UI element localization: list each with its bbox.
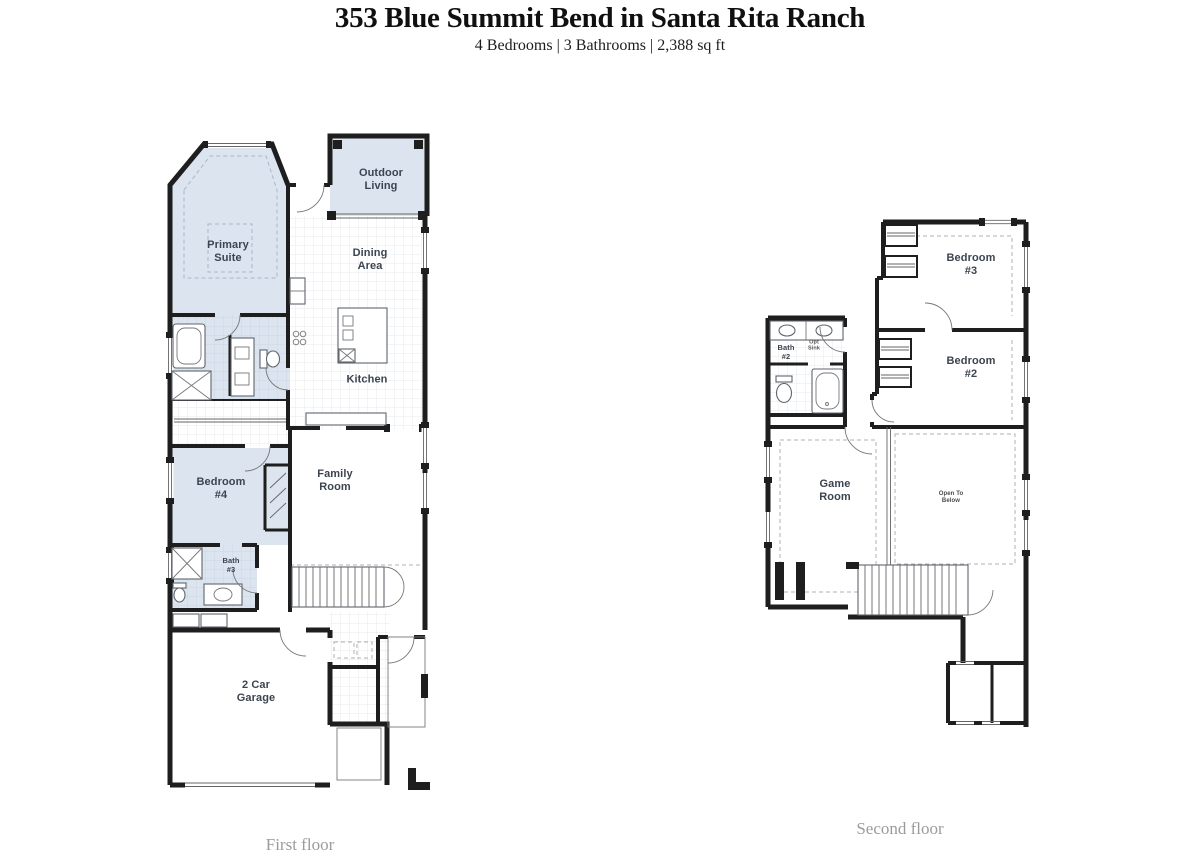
range <box>289 277 307 346</box>
window <box>1022 474 1030 516</box>
room-label-primary-suite: Primary Suite <box>207 239 249 264</box>
room-label-family-room: Family Room <box>317 468 353 493</box>
second-floor-plan <box>764 218 1030 727</box>
room-label-open-to-below: Open To Below <box>938 490 964 504</box>
bathtub <box>811 368 844 414</box>
stairs <box>846 562 994 616</box>
primary-closet-area <box>170 400 290 446</box>
shower <box>171 370 212 401</box>
window <box>764 441 772 483</box>
toilet <box>172 582 187 603</box>
room-label-bedroom-3: Bedroom #3 <box>946 252 996 277</box>
room-label-opt-sink: Opt Sink <box>807 339 820 352</box>
outdoor-living-area <box>330 136 427 216</box>
room-label-outdoor-living: Outdoor Living <box>358 167 404 192</box>
double-sink-counter <box>769 320 844 341</box>
room-label-dining-area: Dining Area <box>352 247 388 272</box>
primary-suite-area <box>170 144 288 315</box>
laundry-unit <box>200 613 228 628</box>
laundry-unit <box>172 613 200 628</box>
window <box>764 512 772 548</box>
second-floor-caption: Second floor <box>856 819 944 838</box>
page-title: 353 Blue Summit Bend in Santa Rita Ranch <box>334 2 866 34</box>
window <box>421 473 429 514</box>
window <box>979 218 1017 226</box>
room-label-bedroom-2: Bedroom #2 <box>946 355 996 380</box>
shower <box>171 547 203 580</box>
sink <box>203 583 243 606</box>
porch-step <box>336 727 382 781</box>
toilet <box>259 349 281 369</box>
room-label-bedroom-4: Bedroom #4 <box>196 476 246 501</box>
window <box>421 422 429 469</box>
window <box>421 227 429 274</box>
room-label-game-room: Game Room <box>819 478 851 503</box>
page-header: 353 Blue Summit Bend in Santa Rita Ranch… <box>0 2 1200 55</box>
bathtub <box>172 323 206 369</box>
window <box>1022 356 1030 403</box>
toilet <box>775 375 793 404</box>
kitchen-counter <box>305 412 387 426</box>
room-label-garage: 2 Car Garage <box>236 679 276 704</box>
double-vanity <box>230 337 255 397</box>
window <box>1022 520 1030 556</box>
room-label-bath-2: Bath #2 <box>777 343 795 361</box>
first-floor-caption: First floor <box>265 835 335 850</box>
window <box>1022 241 1030 293</box>
first-floor-plan <box>166 133 430 790</box>
room-label-bath-3: Bath #3 <box>222 556 240 574</box>
kitchen-island <box>337 307 388 364</box>
stairs <box>291 566 405 608</box>
page-subtitle: 4 Bedrooms | 3 Bathrooms | 2,388 sq ft <box>474 37 726 55</box>
window <box>166 457 174 504</box>
window <box>166 332 174 379</box>
room-label-kitchen: Kitchen <box>346 373 388 386</box>
